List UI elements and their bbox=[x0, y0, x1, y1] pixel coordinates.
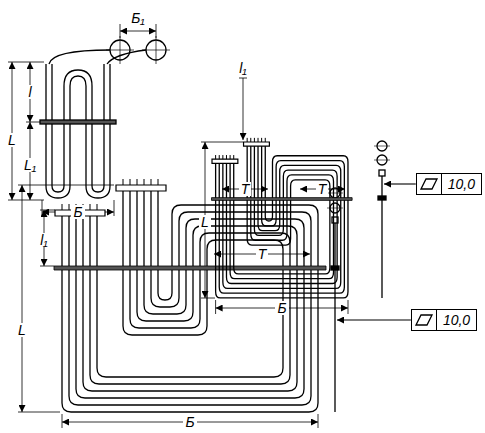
terminal-stud bbox=[151, 179, 152, 185]
header-section bbox=[379, 170, 385, 176]
terminal-header bbox=[212, 159, 238, 163]
mounting-plate bbox=[211, 198, 352, 201]
dimension-label: l bbox=[26, 85, 33, 99]
tube bbox=[234, 146, 330, 274]
tube bbox=[216, 146, 348, 298]
terminal-stud bbox=[230, 155, 231, 159]
element-edge bbox=[381, 176, 382, 298]
dimension-line bbox=[12, 62, 13, 200]
dimension-line bbox=[120, 31, 156, 32]
terminal-stud bbox=[90, 204, 91, 210]
dimension-label: T bbox=[239, 182, 252, 196]
flatness-symbol bbox=[416, 315, 432, 325]
dimension-label: L bbox=[16, 323, 28, 337]
extension-line bbox=[201, 78, 348, 314]
terminal-stud bbox=[137, 179, 138, 185]
dimension-label: L₁ bbox=[22, 158, 38, 172]
flatness-symbol bbox=[421, 179, 437, 189]
dimensions bbox=[8, 24, 348, 428]
center-mark bbox=[374, 146, 390, 160]
leaders bbox=[337, 184, 416, 320]
tube bbox=[76, 191, 304, 398]
tube bbox=[230, 146, 333, 279]
terminal-stud bbox=[215, 155, 216, 159]
small-heater bbox=[40, 36, 170, 198]
terminal-stud bbox=[130, 179, 131, 185]
element-edge bbox=[334, 223, 335, 412]
leader-arrow bbox=[384, 183, 416, 184]
terminal-stud bbox=[233, 155, 234, 159]
terminal-stud bbox=[258, 138, 259, 142]
terminal-stud bbox=[261, 138, 262, 142]
plate-section bbox=[331, 266, 339, 270]
terminal-stud bbox=[247, 138, 248, 142]
tolerance-frame: 10,0 bbox=[411, 309, 477, 331]
terminal-stud bbox=[254, 138, 255, 142]
dimension-line bbox=[22, 185, 23, 412]
tube bbox=[219, 146, 344, 293]
dimension-label: Б bbox=[275, 301, 288, 315]
terminal-header bbox=[244, 142, 270, 146]
terminal-stud bbox=[265, 138, 266, 142]
tolerance-frame: 10,0 bbox=[416, 173, 482, 195]
leader-arrow bbox=[337, 319, 411, 320]
terminal-stud bbox=[123, 179, 124, 185]
side-view bbox=[327, 141, 390, 412]
tube bbox=[52, 64, 104, 192]
terminal-stud bbox=[219, 155, 220, 159]
flatness-symbol bbox=[412, 310, 437, 330]
terminal-stud bbox=[226, 155, 227, 159]
tube bbox=[83, 191, 297, 391]
terminal-stud bbox=[222, 155, 223, 159]
dimension-line bbox=[243, 78, 244, 140]
dimension-label: l₁ bbox=[237, 61, 249, 75]
plate-section bbox=[378, 196, 386, 200]
dimension-label: T bbox=[316, 182, 329, 196]
dimension-label: Б bbox=[183, 415, 196, 429]
dimension-label: l₁ bbox=[38, 233, 50, 247]
tolerance-value: 10,0 bbox=[437, 310, 476, 330]
tube bbox=[46, 64, 110, 198]
terminal-stud bbox=[97, 204, 98, 210]
tube bbox=[223, 146, 341, 288]
terminal-stud bbox=[158, 179, 159, 185]
center-mark bbox=[106, 36, 170, 64]
tube bbox=[226, 146, 337, 283]
terminal-stud bbox=[62, 204, 63, 210]
dimension-label: Б bbox=[71, 205, 84, 219]
heater-block bbox=[54, 179, 326, 412]
dimension-label: Б₁ bbox=[129, 11, 147, 25]
mounting-plate bbox=[54, 266, 326, 270]
dimension-label: T bbox=[256, 247, 269, 261]
terminal-stud bbox=[69, 204, 70, 210]
terminal-stud bbox=[250, 138, 251, 142]
dimension-label: L bbox=[199, 215, 211, 229]
flatness-symbol bbox=[417, 174, 442, 194]
mounting-plate bbox=[40, 120, 116, 124]
heater-block bbox=[211, 138, 352, 298]
terminal-stud bbox=[144, 179, 145, 185]
tolerance-value: 10,0 bbox=[442, 174, 481, 194]
dimension-label: L bbox=[6, 133, 18, 147]
tube bbox=[90, 191, 290, 384]
terminal-header bbox=[116, 185, 166, 191]
extension-line bbox=[18, 185, 318, 428]
wire bbox=[49, 50, 110, 64]
